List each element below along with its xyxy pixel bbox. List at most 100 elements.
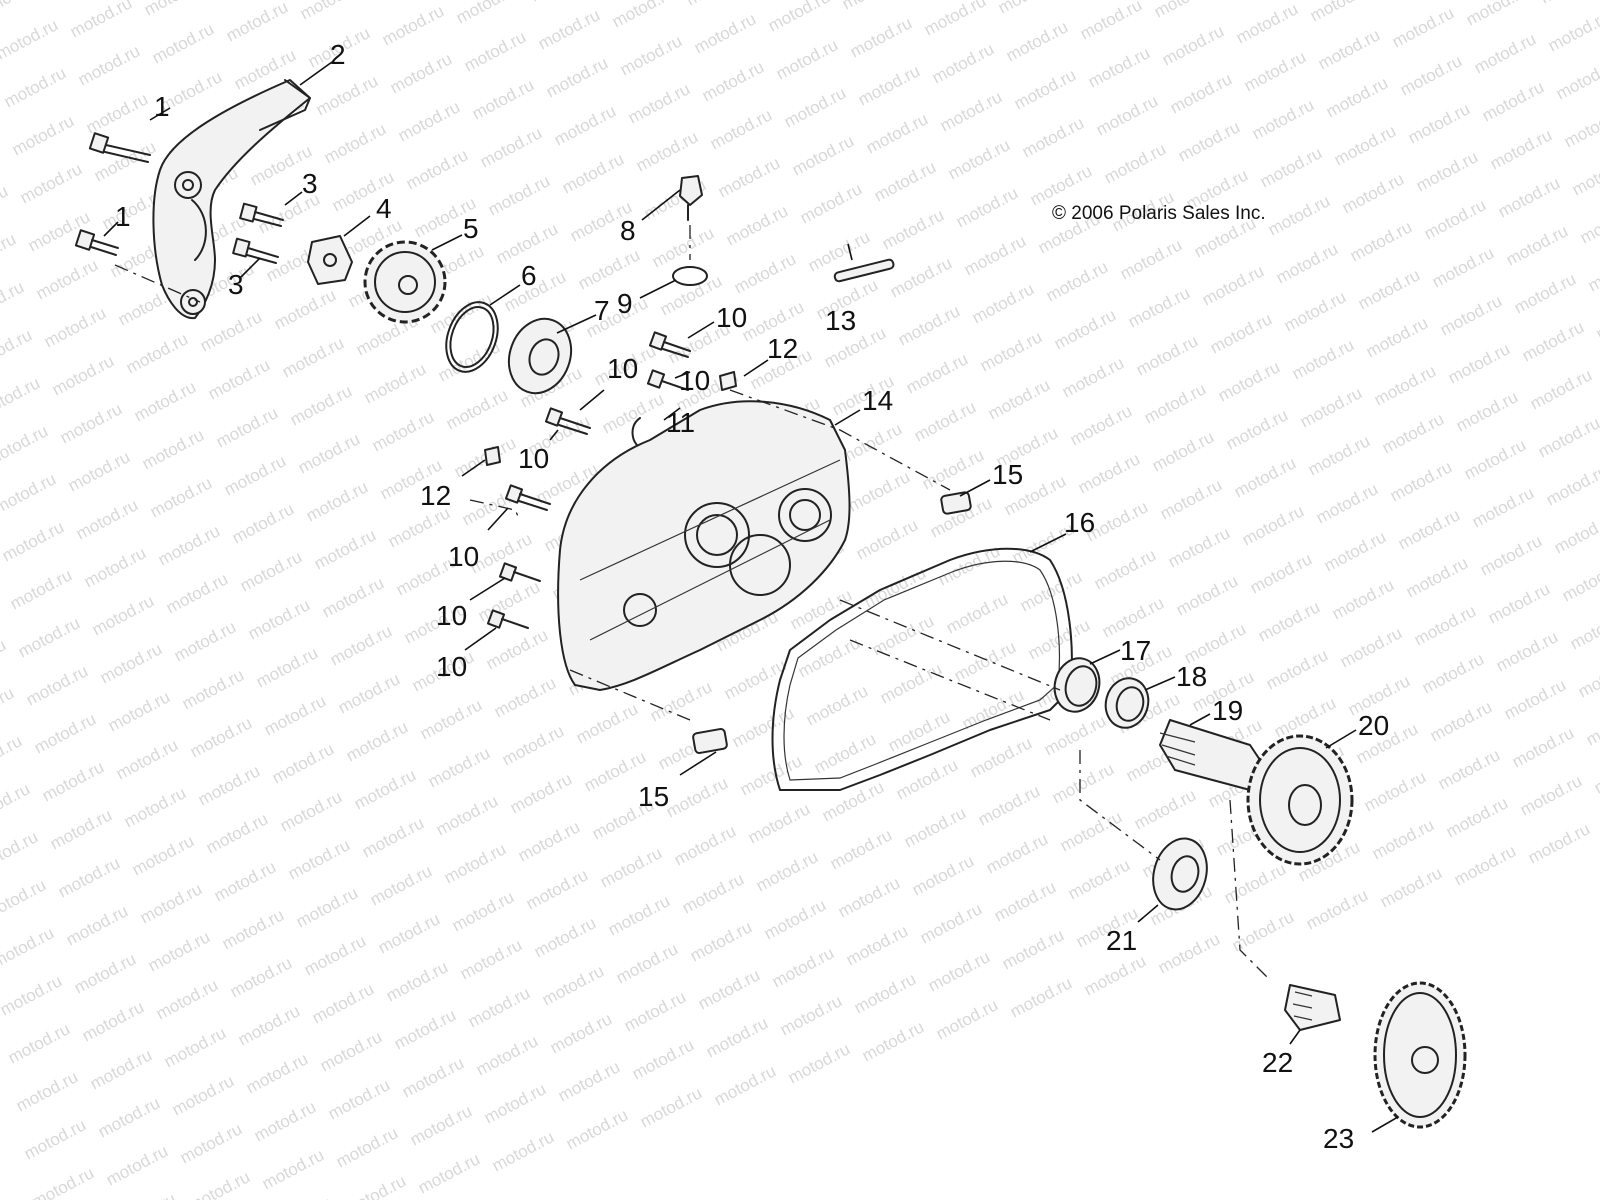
watermark-text: motod.ru (87, 1045, 155, 1093)
watermark-text: motod.ru (1575, 653, 1600, 701)
watermark-text: motod.ru (195, 761, 263, 809)
watermark-text: motod.ru (0, 373, 43, 421)
leader-20 (1325, 729, 1357, 749)
watermark-text: motod.ru (453, 0, 521, 28)
watermark-text: motod.ru (155, 521, 223, 569)
callout-17: 17 (1120, 635, 1151, 666)
callout-1a: 1 (154, 91, 170, 122)
watermark-text: motod.ru (361, 359, 429, 407)
watermark-text: motod.ru (765, 0, 833, 36)
callout-20: 20 (1358, 710, 1389, 741)
watermark-text: motod.ru (847, 13, 915, 61)
watermark-text: motod.ru (597, 843, 665, 891)
watermark-text: motod.ru (1427, 697, 1495, 745)
callout-4: 4 (376, 193, 392, 224)
watermark-text: motod.ru (1405, 99, 1473, 147)
leader-15b (679, 751, 717, 776)
watermark-text: motod.ru (433, 791, 501, 839)
callout-layer: 1 1 2 3 3 4 5 6 7 8 9 10 10 10 10 10 10 (103, 39, 1399, 1154)
watermark-text: motod.ru (691, 9, 759, 57)
watermark-text: motod.ru (1363, 313, 1431, 361)
watermark-text: motod.ru (1125, 283, 1193, 331)
watermark-text: motod.ru (777, 991, 845, 1039)
watermark-text: motod.ru (605, 891, 673, 939)
watermark-text: motod.ru (797, 179, 865, 227)
leader-7 (556, 314, 597, 334)
callout-3a: 3 (302, 168, 318, 199)
watermark-text: motod.ru (1443, 793, 1511, 841)
watermark-text: motod.ru (1389, 3, 1457, 51)
watermark-text: motod.ru (1057, 807, 1125, 855)
watermark-text: motod.ru (41, 303, 109, 351)
watermark-text: motod.ru (1233, 0, 1301, 48)
watermark-text: motod.ru (383, 957, 451, 1005)
watermark-text: motod.ru (1585, 247, 1600, 295)
watermark-text: motod.ru (1151, 0, 1219, 22)
watermark-text: motod.ru (855, 61, 923, 109)
watermark-text: motod.ru (1487, 125, 1555, 173)
leader-3a (284, 191, 303, 206)
watermark-text: motod.ru (1303, 885, 1371, 933)
watermark-text: motod.ru (1263, 645, 1331, 693)
watermark-text: motod.ru (1011, 65, 1079, 113)
watermark-text: motod.ru (535, 5, 603, 53)
watermark-text: motod.ru (0, 325, 35, 373)
watermark-text: motod.ru (1501, 675, 1569, 723)
watermark-text: motod.ru (1437, 291, 1505, 339)
watermark-text: motod.ru (1249, 95, 1317, 143)
watermark-text: motod.ru (187, 713, 255, 761)
callout-10b: 10 (607, 353, 638, 384)
watermark-text: motod.ru (169, 1071, 237, 1119)
watermark-text: motod.ru (0, 421, 51, 469)
watermark-text: motod.ru (153, 975, 221, 1023)
watermark-text: motod.ru (1381, 0, 1449, 4)
watermark-text: motod.ru (911, 397, 979, 445)
leader-17 (1089, 649, 1121, 665)
callout-7: 7 (594, 295, 610, 326)
watermark-text: motod.ru (773, 35, 841, 83)
watermark-text: motod.ru (649, 223, 717, 271)
watermark-text: motod.ru (1289, 335, 1357, 383)
watermark-text: motod.ru (547, 1009, 615, 1057)
watermark-text: motod.ru (621, 987, 689, 1035)
case-bolt-part-a (648, 331, 691, 358)
callout-8: 8 (620, 215, 636, 246)
callout-6: 6 (521, 260, 537, 291)
watermark-text: motod.ru (1231, 453, 1299, 501)
watermark-text: motod.ru (1271, 693, 1339, 741)
watermark-text: motod.ru (851, 969, 919, 1017)
watermark-text: motod.ru (1361, 767, 1429, 815)
watermark-text: motod.ru (0, 971, 65, 1019)
watermark-text: motod.ru (0, 731, 25, 779)
watermark-text: motod.ru (1157, 475, 1225, 523)
watermark-text: motod.ru (1223, 405, 1291, 453)
watermark-text: motod.ru (1395, 505, 1463, 553)
watermark-text: motod.ru (951, 637, 1019, 685)
leader-12a (743, 359, 769, 377)
watermark-text: motod.ru (223, 0, 291, 46)
watermark-text: motod.ru (295, 429, 363, 477)
watermark-text: motod.ru (0, 15, 61, 63)
callout-10a: 10 (716, 302, 747, 333)
watermark-text: motod.ru (609, 0, 677, 32)
watermark-text: motod.ru (1255, 597, 1323, 645)
watermark-text: motod.ru (259, 1145, 327, 1193)
leader-9 (639, 279, 677, 299)
callout-3b: 3 (228, 269, 244, 300)
watermark-text: motod.ru (57, 399, 125, 447)
callout-12b: 12 (420, 480, 451, 511)
watermark-text: motod.ru (0, 779, 33, 827)
watermark-text: motod.ru (835, 873, 903, 921)
leader-10a (687, 321, 715, 339)
watermark-text: motod.ru (945, 135, 1013, 183)
watermark-text: motod.ru (995, 0, 1063, 18)
watermark-text: motod.ru (1321, 527, 1389, 575)
watermark-text: motod.ru (967, 733, 1035, 781)
watermark-text: motod.ru (1043, 257, 1111, 305)
watermark-text: motod.ru (1511, 269, 1579, 317)
callout-21: 21 (1106, 925, 1137, 956)
watermark-text: motod.ru (1101, 139, 1169, 187)
leader-6 (489, 284, 521, 306)
watermark-text: motod.ru (1339, 169, 1407, 217)
watermark-text: motod.ru (1085, 43, 1153, 91)
